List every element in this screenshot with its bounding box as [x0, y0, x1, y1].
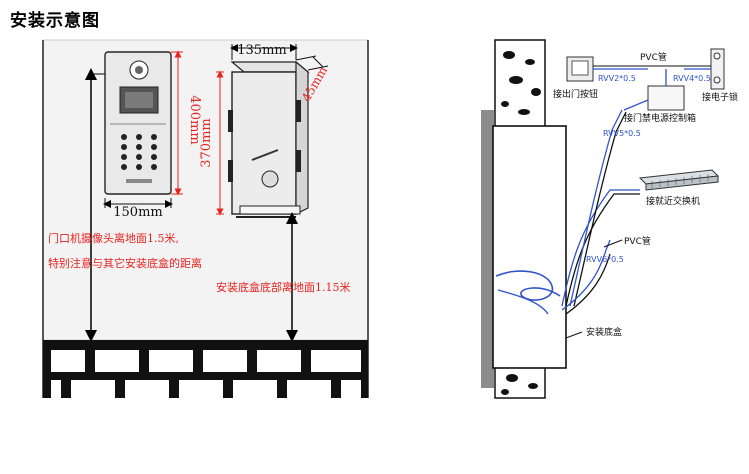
mounting-box-iso	[228, 60, 310, 218]
dim-height-box: 370mm	[199, 118, 214, 167]
label-pvc-mid: PVC管	[624, 235, 651, 247]
label-switch: 接就近交换机	[646, 195, 700, 207]
label-rvv2: RVV2*0.5	[598, 74, 636, 83]
label-pvc-top: PVC管	[640, 51, 667, 63]
wall-face-strip	[481, 110, 494, 388]
page-title: 安装示意图	[10, 11, 100, 31]
right-diagram: 接出门按钮 接电子锁 PVC管 RVV2*0.5 RVV4*0.5 接门禁电源控…	[481, 39, 738, 399]
keypad	[121, 134, 157, 170]
dim-height-panel: 400mm	[187, 95, 202, 144]
label-rvv6: RVV6*0.5	[586, 255, 624, 264]
note-camera-line1: 门口机摄像头离地面1.5米,	[48, 231, 179, 245]
label-rvv4: RVV4*0.5	[673, 74, 711, 83]
door-station-panel	[104, 51, 172, 195]
conduit-bundle	[561, 109, 640, 315]
label-rvv5: RVV5*0.5	[603, 129, 641, 138]
left-diagram: 400mm 150mm 135mm 45mm	[42, 39, 369, 398]
cable-coil	[495, 270, 561, 301]
dim-width-top: 135mm	[237, 43, 286, 58]
box-depth-dimension	[312, 56, 324, 68]
label-lock: 接电子锁	[702, 91, 738, 103]
label-mount-box: 安装底盒	[586, 326, 622, 338]
dim-width-bottom: 150mm	[113, 205, 162, 220]
brick-floor	[43, 340, 368, 398]
electric-lock-device	[710, 48, 725, 90]
power-control-box	[647, 85, 685, 111]
exit-button-device	[566, 56, 594, 82]
mounting-box-section	[492, 125, 567, 369]
label-power-box: 接门禁电源控制箱	[624, 112, 696, 124]
note-box-height: 安装底盒底部离地面1.15米	[216, 280, 351, 294]
network-switch-device	[638, 169, 720, 191]
note-camera-line2: 特别注意与其它安装底盒的距离	[48, 256, 202, 270]
label-exit-button: 接出门按钮	[553, 88, 598, 100]
